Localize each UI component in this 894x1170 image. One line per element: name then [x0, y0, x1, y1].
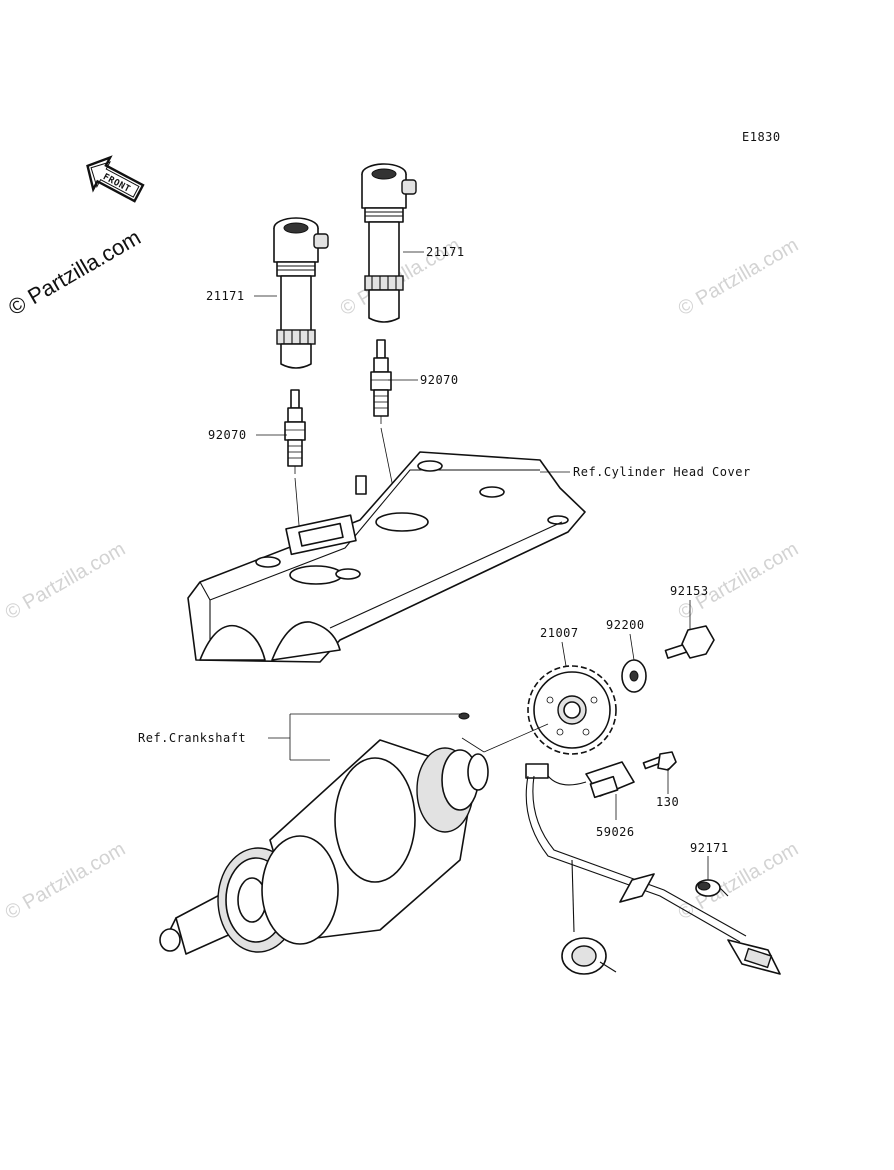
- callout-spark-plug-right: 92070: [420, 373, 459, 387]
- spark-plug-right[interactable]: [370, 339, 392, 424]
- wiring-harness[interactable]: [525, 775, 781, 975]
- watermark-2: © Partzilla.com: [675, 234, 803, 320]
- watermark-3: © Partzilla.com: [2, 538, 130, 624]
- rotor[interactable]: [527, 665, 617, 755]
- ignition-coil-right[interactable]: [361, 163, 417, 323]
- watermark-side: © Partzilla.com: [4, 225, 145, 321]
- callout-ignition-coil-right: 21171: [426, 245, 465, 259]
- pickup-coil[interactable]: [525, 761, 635, 799]
- leader-lines: [254, 251, 709, 880]
- callout-bolt: 92153: [670, 584, 709, 598]
- cylinder-head-cover[interactable]: [187, 451, 586, 663]
- callout-ignition-coil-left: 21171: [206, 289, 245, 303]
- callout-crankshaft: Ref.Crankshaft: [138, 731, 246, 745]
- washer[interactable]: [621, 659, 647, 693]
- callout-sensor-bolt: 130: [656, 795, 679, 809]
- ignition-coil-left[interactable]: [273, 217, 329, 369]
- callout-spark-plug-left: 92070: [208, 428, 247, 442]
- callout-cylinder-head-cover: Ref.Cylinder Head Cover: [573, 465, 751, 479]
- callout-rotor: 21007: [540, 626, 579, 640]
- spark-plug-left[interactable]: [284, 389, 306, 474]
- callout-washer: 92200: [606, 618, 645, 632]
- watermark-6: © Partzilla.com: [2, 838, 130, 924]
- callout-pickup-coil: 59026: [596, 825, 635, 839]
- crankshaft[interactable]: [159, 712, 489, 955]
- watermark-5: © Partzilla.com: [675, 538, 803, 624]
- diagram-code: E1830: [742, 130, 781, 144]
- sensor-bolt[interactable]: [642, 751, 677, 771]
- callout-clamp: 92171: [690, 841, 729, 855]
- bolt[interactable]: [664, 625, 715, 659]
- front-arrow-icon: FRONT: [86, 155, 145, 203]
